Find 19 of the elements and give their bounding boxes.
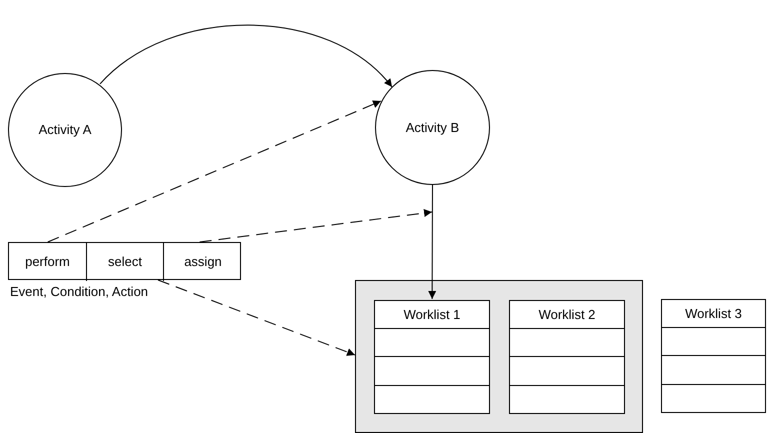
arrow bbox=[100, 24, 393, 88]
list-heading: Worklist 2 bbox=[538, 306, 596, 324]
arrow bbox=[428, 184, 436, 300]
worklist-group-panel bbox=[355, 280, 643, 433]
node-label: Activity B bbox=[406, 118, 460, 137]
dashed-arrow bbox=[158, 280, 356, 356]
node-label: perform bbox=[25, 253, 70, 272]
list-heading: Worklist 1 bbox=[404, 306, 460, 324]
worklist-box bbox=[509, 300, 625, 414]
node-label: select bbox=[108, 253, 142, 272]
node-label: assign bbox=[184, 253, 222, 272]
eca-table bbox=[8, 242, 241, 280]
dashed-arrow bbox=[199, 209, 432, 242]
worklist-box bbox=[374, 300, 490, 414]
node-label: Activity A bbox=[38, 121, 92, 140]
list-heading: Worklist 3 bbox=[685, 304, 742, 323]
table-caption: Event, Condition, Action bbox=[10, 283, 148, 301]
worklist-box bbox=[661, 299, 766, 413]
dashed-arrow bbox=[47, 100, 382, 242]
